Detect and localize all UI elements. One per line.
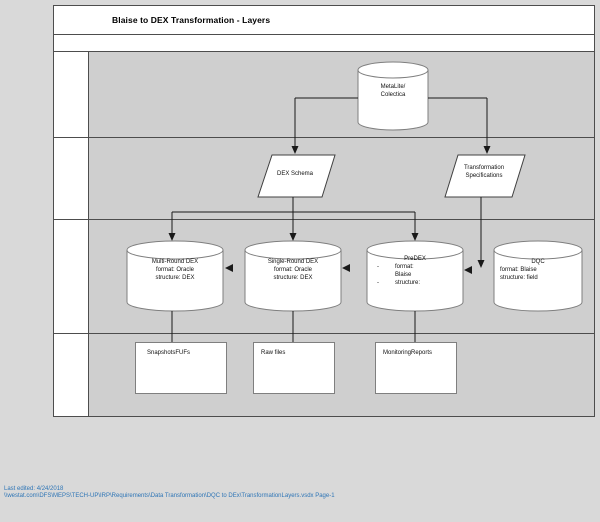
transformation-specs-parallelogram[interactable] bbox=[444, 154, 526, 198]
arrowhead-down-icon bbox=[483, 146, 491, 154]
connector-transformation-specs-down[interactable] bbox=[477, 197, 485, 268]
connector-metalite-to-transformation-specs[interactable] bbox=[428, 97, 491, 154]
monitoring-label: MonitoringReports bbox=[383, 350, 433, 356]
arrowhead-left-icon bbox=[464, 266, 472, 274]
arrowhead-down-icon bbox=[291, 146, 299, 154]
metalite-label: MetaLite/ Colectica bbox=[380, 84, 406, 98]
snapshots-label: SnapshotsFUFs bbox=[147, 350, 191, 356]
arrowhead-down-icon bbox=[477, 260, 485, 268]
diagram-title-band: Blaise to DEX Transformation - Layers bbox=[53, 5, 595, 35]
arrowhead-down-icon bbox=[411, 233, 419, 241]
metalite-cylinder[interactable] bbox=[357, 61, 429, 131]
swimlane-row-2-header bbox=[54, 138, 89, 219]
transformation-specs-label: Transformation Specifications bbox=[463, 165, 505, 179]
dex-schema-parallelogram[interactable] bbox=[257, 154, 336, 198]
footer-file-path[interactable]: \\westat.com\DFS\MEPS\TECH-UP\IRP\Requir… bbox=[4, 493, 335, 499]
arrowhead-down-icon bbox=[289, 233, 297, 241]
arrowhead-left-icon bbox=[225, 264, 233, 272]
swimlane-row-3-header bbox=[54, 220, 89, 333]
dex-schema-label: DEX Schema bbox=[276, 171, 313, 177]
page-title: Blaise to DEX Transformation - Layers bbox=[112, 15, 271, 25]
predex-cylinder[interactable] bbox=[366, 240, 464, 312]
swimlane-row-1 bbox=[53, 51, 595, 138]
swimlane-row-1-header bbox=[54, 52, 89, 137]
raw-files-rectangle[interactable] bbox=[253, 342, 335, 394]
connector-metalite-to-dex-schema[interactable] bbox=[291, 97, 359, 154]
connector-dex-schema-to-cylinders[interactable] bbox=[168, 197, 419, 241]
single-round-dex-label: Single-Round DEX format: Oracle structur… bbox=[267, 259, 319, 281]
snapshots-rectangle[interactable] bbox=[135, 342, 227, 394]
single-round-dex-cylinder[interactable] bbox=[244, 240, 342, 312]
multi-round-dex-cylinder[interactable] bbox=[126, 240, 224, 312]
multi-round-dex-label: Multi-Round DEX format: Oracle structure… bbox=[151, 259, 199, 281]
swimlane-row-4-header bbox=[54, 334, 89, 416]
dqc-label: DQC format: Blaise structure: field bbox=[500, 259, 545, 281]
arrowhead-down-icon bbox=[168, 233, 176, 241]
footer-last-edited: Last edited: 4/24/2018 bbox=[4, 486, 64, 492]
monitoring-rectangle[interactable] bbox=[375, 342, 457, 394]
dqc-cylinder[interactable] bbox=[493, 240, 583, 312]
arrowhead-left-icon bbox=[342, 264, 350, 272]
raw-files-label: Raw files bbox=[261, 350, 286, 356]
predex-label: PreDEX - format: Blaise - structure: bbox=[377, 256, 426, 286]
